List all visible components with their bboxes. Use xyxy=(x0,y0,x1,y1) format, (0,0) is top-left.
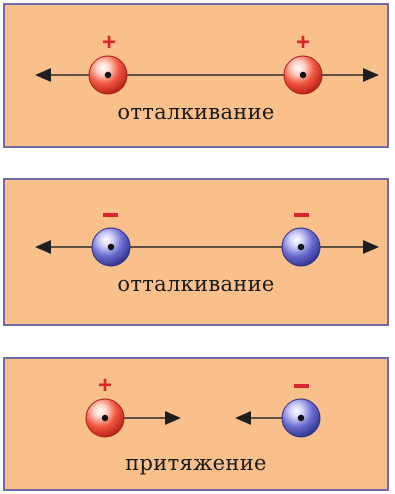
charge-left xyxy=(88,55,128,95)
charge-negative xyxy=(281,398,321,438)
panel-label: отталкивание xyxy=(117,272,275,296)
plus-sign-right: + xyxy=(296,29,310,56)
repulsion-positive-diagram: + + xyxy=(35,29,379,95)
force-arrow-right xyxy=(165,411,181,425)
plus-sign: + xyxy=(98,372,112,399)
minus-sign xyxy=(294,384,309,388)
panel-label: отталкивание xyxy=(117,100,275,124)
force-arrow-left xyxy=(35,240,51,254)
panel-label: притяжение xyxy=(125,451,267,475)
force-arrow-right xyxy=(363,68,379,82)
plus-sign-left: + xyxy=(102,29,116,56)
attraction-diagram: + xyxy=(85,372,321,438)
repulsion-negative-diagram xyxy=(35,213,379,267)
minus-sign-left xyxy=(103,213,118,217)
force-arrow-right xyxy=(363,240,379,254)
repulsion-positive-panel: + + отталкивание xyxy=(3,3,389,148)
charge-left xyxy=(91,227,131,267)
attraction-panel: + притяжение xyxy=(3,357,389,491)
charge-right xyxy=(281,227,321,267)
charge-positive xyxy=(85,398,125,438)
force-arrow-left xyxy=(35,68,51,82)
charge-right xyxy=(283,55,323,95)
repulsion-negative-panel: отталкивание xyxy=(3,178,389,326)
force-arrow-left xyxy=(235,411,251,425)
minus-sign-right xyxy=(294,213,309,217)
